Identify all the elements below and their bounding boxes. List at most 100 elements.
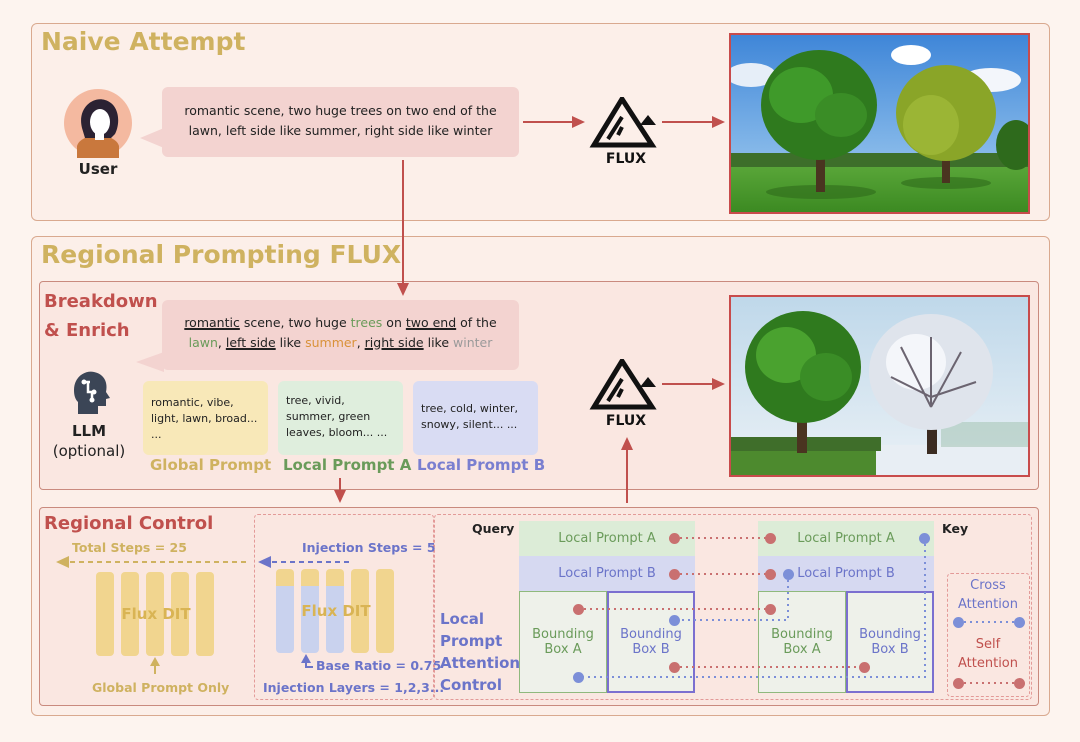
word-comma1: , bbox=[217, 335, 226, 350]
enriched-prompt-bubble: romantic scene, two huge trees on two en… bbox=[162, 300, 519, 370]
key-bbox-b-l2: Box B bbox=[871, 642, 909, 657]
lpac-line1: Local bbox=[440, 610, 485, 628]
word-like1: like bbox=[275, 335, 306, 350]
word-left-side: left side bbox=[225, 335, 276, 350]
attention-dot bbox=[919, 533, 930, 544]
dit-column-injected bbox=[276, 569, 294, 653]
attention-dot bbox=[669, 615, 680, 626]
dit-column bbox=[96, 572, 114, 656]
word-romantic: romantic bbox=[184, 315, 240, 330]
user-label: User bbox=[78, 160, 118, 178]
self-attention-l2: Attention bbox=[958, 656, 1018, 671]
naive-prompt-line1: romantic scene, two huge trees on two en… bbox=[184, 103, 497, 118]
cross-attention-l2: Attention bbox=[958, 597, 1018, 612]
word-scene: scene, two huge bbox=[239, 315, 351, 330]
query-bbox-a: Bounding Box A bbox=[519, 591, 607, 693]
attention-dot bbox=[669, 569, 680, 580]
regional-control-title: Regional Control bbox=[44, 513, 214, 534]
attention-dot bbox=[573, 604, 584, 615]
attention-dot bbox=[765, 604, 776, 615]
total-steps-label: Total Steps = 25 bbox=[72, 540, 187, 555]
attention-dot bbox=[669, 533, 680, 544]
cross-attention-label: Cross Attention bbox=[950, 576, 1026, 614]
flux-label-2: FLUX bbox=[605, 413, 647, 429]
attention-dot bbox=[783, 569, 794, 580]
dit-column bbox=[121, 572, 139, 656]
breakdown-title: Breakdown & Enrich bbox=[44, 287, 158, 345]
attention-dot bbox=[669, 662, 680, 673]
key-bbox-a: Bounding Box A bbox=[758, 591, 846, 693]
naive-attempt-title: Naive Attempt bbox=[41, 27, 246, 56]
word-right-side: right side bbox=[364, 335, 424, 350]
flux-dit-left-label: Flux DIT bbox=[121, 605, 191, 623]
local-prompt-b-box: tree, cold, winter, snowy, silent... ... bbox=[413, 381, 538, 455]
left-dit-group: Flux DIT bbox=[96, 572, 216, 656]
injection-region bbox=[254, 514, 434, 700]
injection-steps-label: Injection Steps = 5 bbox=[302, 540, 436, 555]
naive-output-image bbox=[729, 33, 1030, 214]
query-label: Query bbox=[472, 521, 515, 536]
self-attention-label: Self Attention bbox=[950, 635, 1026, 673]
naive-prompt-line2: lawn, left side like summer, right side … bbox=[188, 123, 493, 138]
dit-column-injected bbox=[301, 569, 319, 653]
cross-attention-l1: Cross bbox=[970, 578, 1006, 593]
enriched-prompt-line1: romantic scene, two huge trees on two en… bbox=[162, 300, 519, 333]
word-on: on bbox=[382, 315, 406, 330]
lpac-line4: Control bbox=[440, 676, 503, 694]
key-bbox-a-l1: Bounding bbox=[771, 627, 833, 642]
user-avatar-icon bbox=[63, 88, 133, 158]
bubble-tail-2 bbox=[136, 352, 164, 372]
word-lawn: lawn bbox=[188, 335, 218, 350]
global-prompt-only-label: Global Prompt Only bbox=[92, 680, 230, 695]
dit-column-injected bbox=[326, 569, 344, 653]
key-bbox-b-l1: Bounding bbox=[859, 627, 921, 642]
llm-head-icon bbox=[66, 368, 112, 414]
regional-prompting-title: Regional Prompting FLUX bbox=[41, 240, 402, 269]
regional-output-image bbox=[729, 295, 1030, 477]
llm-label: LLM bbox=[71, 422, 107, 440]
attention-dot bbox=[859, 662, 870, 673]
word-summer: summer bbox=[305, 335, 357, 350]
word-two-end: two end bbox=[405, 315, 457, 330]
injection-layers-label: Injection Layers = 1,2,3... bbox=[263, 680, 445, 695]
dit-column bbox=[171, 572, 189, 656]
local-prompt-a-box: tree, vivid, summer, green leaves, bloom… bbox=[278, 381, 403, 455]
dit-column bbox=[146, 572, 164, 656]
legend-self-dot bbox=[953, 678, 964, 689]
query-bbox-b-l2: Box B bbox=[632, 642, 670, 657]
dit-column bbox=[351, 569, 369, 653]
query-local-a: Local Prompt A bbox=[519, 521, 695, 556]
flux-dit-right-label: Flux DIT bbox=[301, 602, 371, 620]
legend-self-dot bbox=[1014, 678, 1025, 689]
word-comma2: , bbox=[356, 335, 365, 350]
key-local-a: Local Prompt A bbox=[758, 521, 934, 556]
local-prompt-a-label: Local Prompt A bbox=[283, 456, 412, 474]
lpac-line2: Prompt bbox=[440, 632, 503, 650]
local-prompt-b-label: Local Prompt B bbox=[417, 456, 546, 474]
base-ratio-label: Base Ratio = 0.75 bbox=[316, 658, 442, 673]
self-attention-l1: Self bbox=[975, 637, 1001, 652]
right-dit-group: Flux DIT bbox=[276, 569, 396, 653]
attention-dot bbox=[573, 672, 584, 683]
global-prompt-box: romantic, vibe, light, lawn, broad... ..… bbox=[143, 381, 268, 455]
legend-cross-dot bbox=[1014, 617, 1025, 628]
flux-logo-icon-2 bbox=[588, 356, 664, 411]
word-like2: like bbox=[423, 335, 454, 350]
breakdown-line2: & Enrich bbox=[44, 320, 130, 341]
attention-region bbox=[434, 514, 1032, 700]
naive-prompt-bubble: romantic scene, two huge trees on two en… bbox=[162, 87, 519, 157]
bubble-tail bbox=[140, 128, 164, 148]
legend-cross-dot bbox=[953, 617, 964, 628]
key-label: Key bbox=[942, 521, 969, 536]
query-bbox-a-l1: Bounding bbox=[532, 627, 594, 642]
flux-logo-icon bbox=[588, 94, 664, 149]
query-bbox-a-l2: Box A bbox=[544, 642, 582, 657]
llm-optional-label: (optional) bbox=[52, 442, 126, 460]
dit-column bbox=[196, 572, 214, 656]
lpac-line3: Attention bbox=[440, 654, 521, 672]
global-prompt-label: Global Prompt bbox=[150, 456, 272, 474]
attention-dot bbox=[765, 569, 776, 580]
lpac-label: Local Prompt Attention Control bbox=[440, 608, 520, 696]
attention-legend bbox=[947, 573, 1030, 697]
